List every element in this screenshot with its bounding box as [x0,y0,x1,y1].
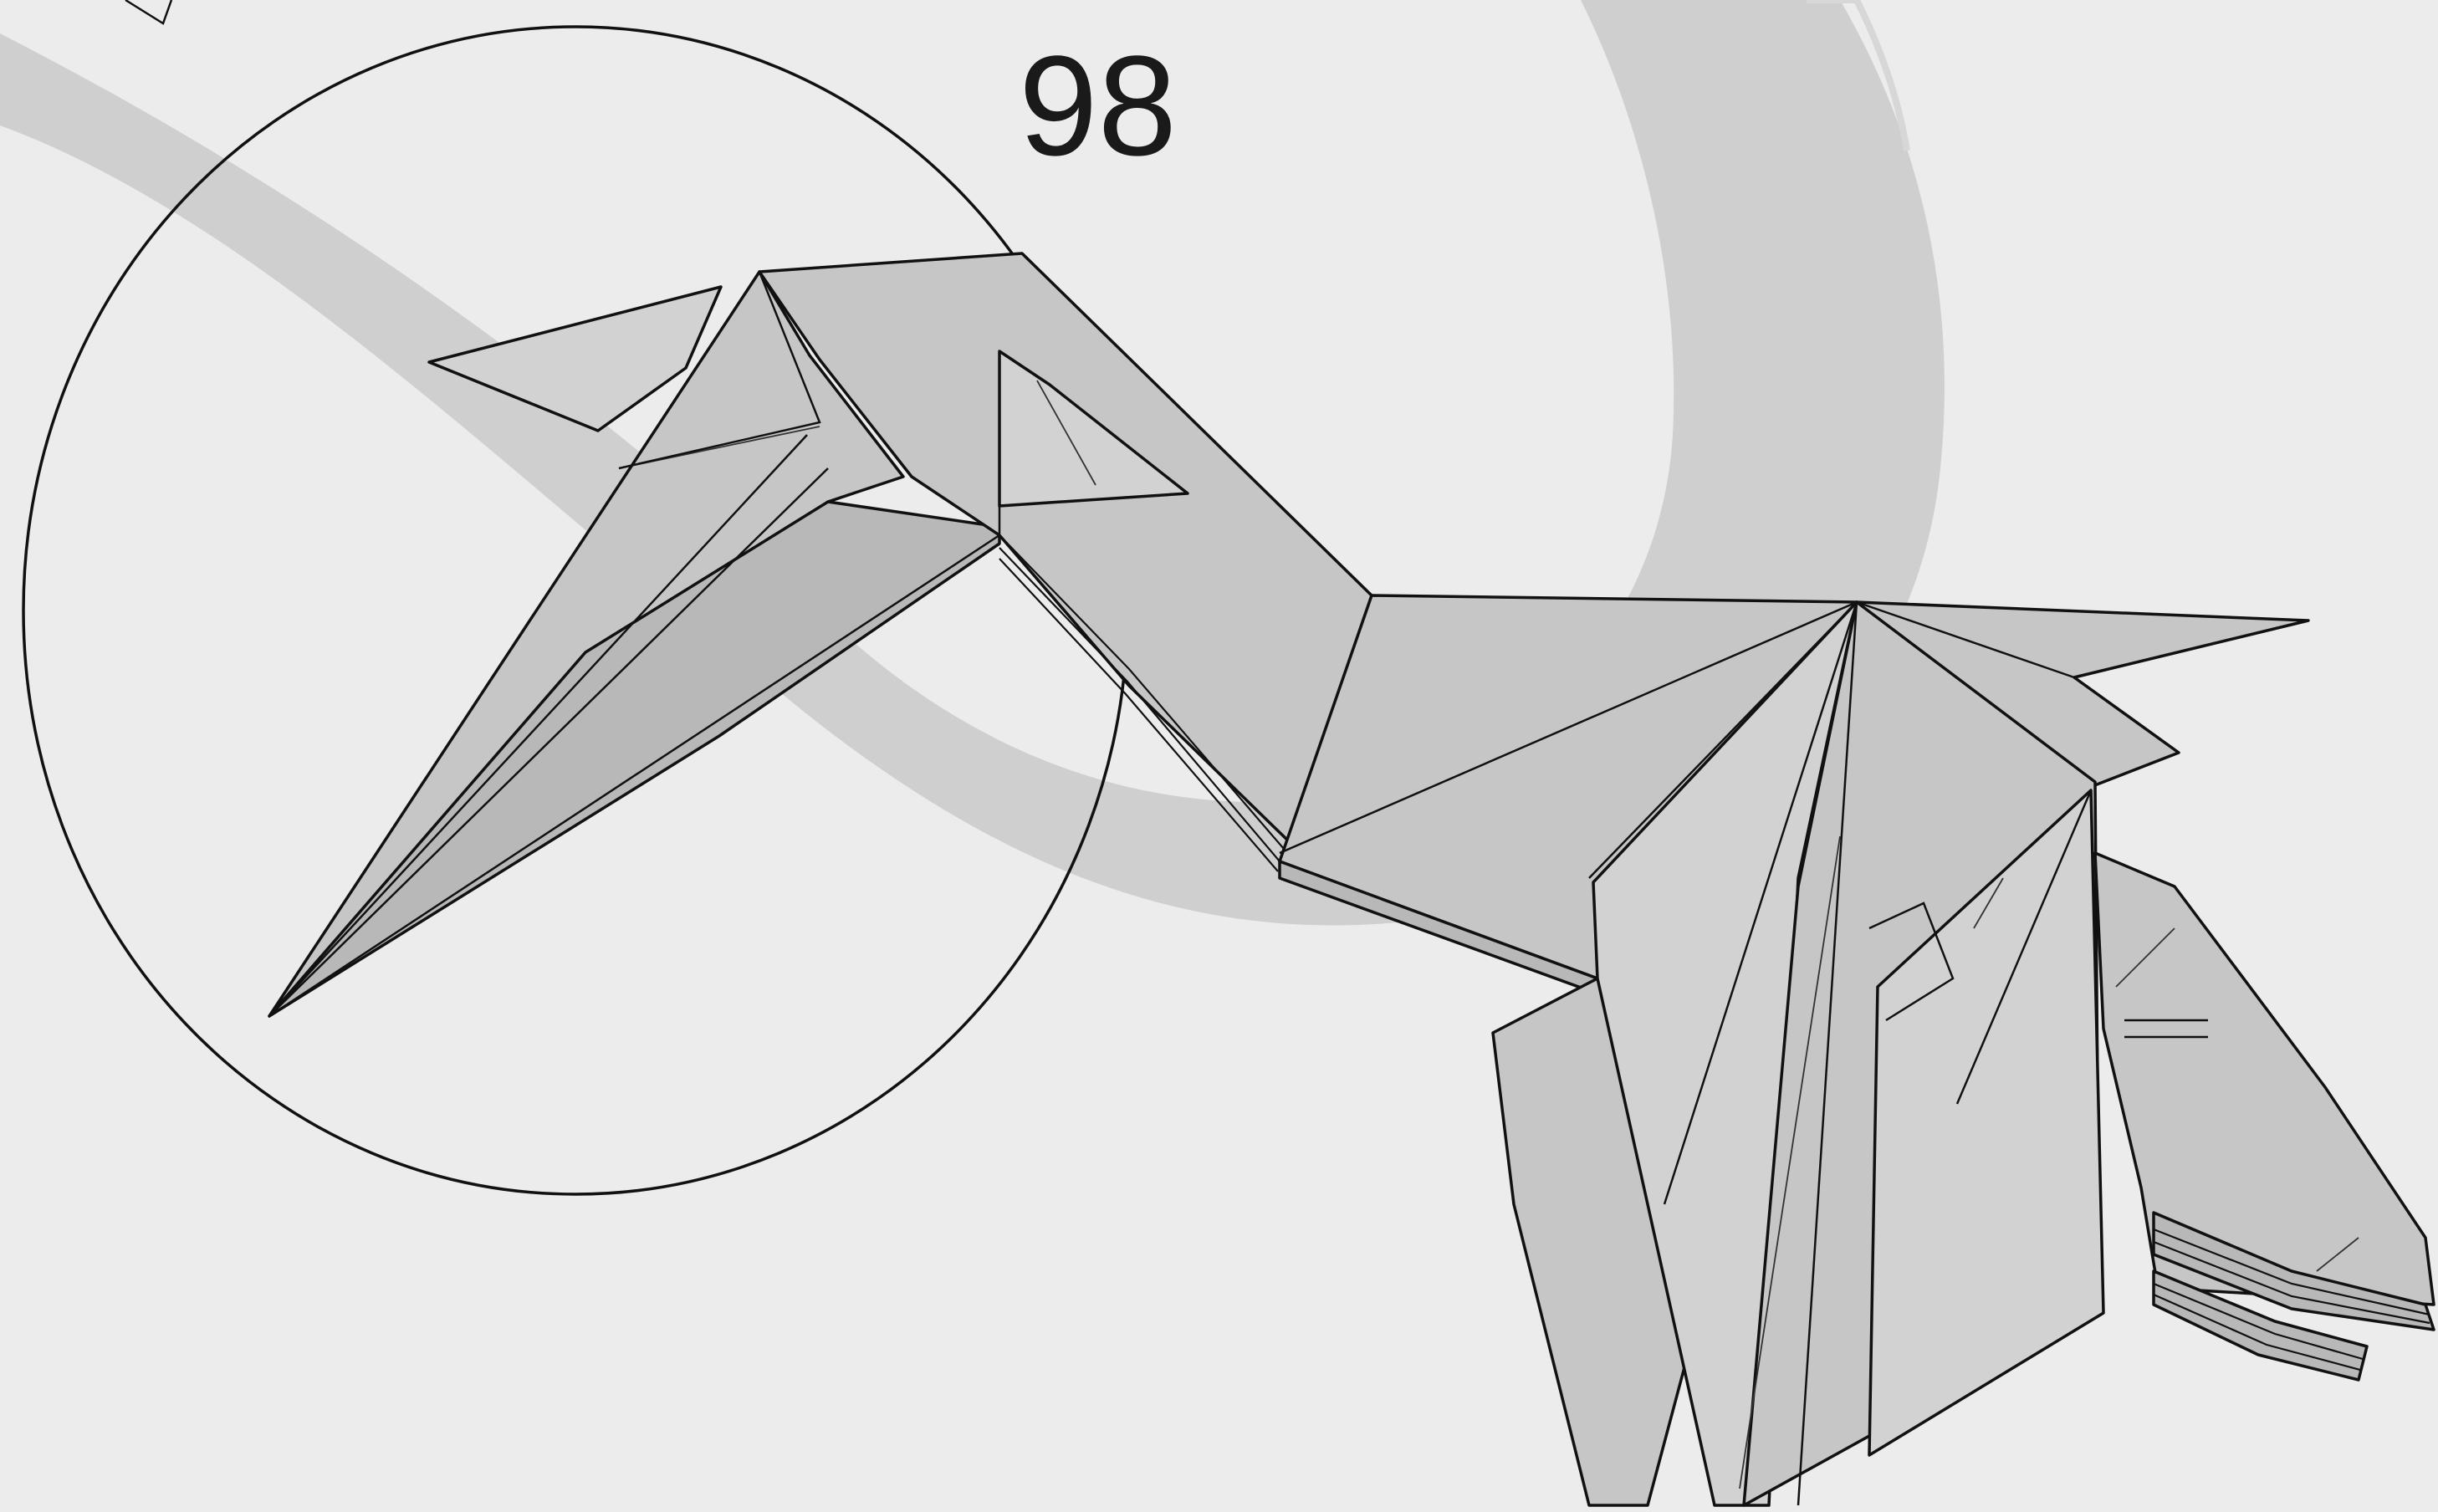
step-number: 98 [1019,35,1177,177]
arrow-tip-icon [125,0,171,23]
hind-leg [2095,853,2434,1305]
beak-crease-2 [269,468,828,1016]
origami-hindquarters [2095,853,2434,1380]
